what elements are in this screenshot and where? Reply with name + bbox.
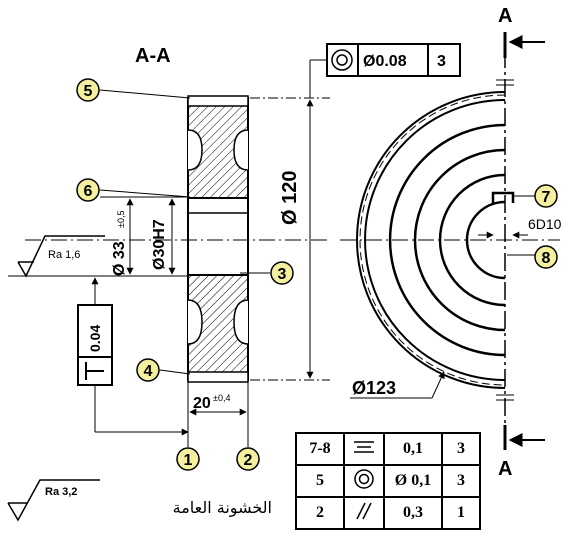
tolerance-table: 7-8 0,1 3 5 Ø 0,1 3 2 0,3 1 <box>295 432 481 530</box>
row-ref: 3 <box>441 432 481 466</box>
svg-text:5: 5 <box>84 83 93 100</box>
svg-text:1: 1 <box>184 452 193 469</box>
perpendicularity-frame: 0.04 <box>77 277 189 436</box>
row-value: 0,1 <box>383 432 443 466</box>
svg-text:3: 3 <box>278 266 287 283</box>
keyway-label: 6D10 <box>528 216 562 232</box>
section-view <box>25 95 330 383</box>
d30h7-label: Ø30H7 <box>151 219 168 270</box>
marker-7: 7 <box>534 184 558 208</box>
marker-leaders <box>99 89 535 447</box>
dimension-d120: Ø 120 <box>250 97 330 381</box>
d120-label: Ø 120 <box>279 171 301 225</box>
dimension-bore: Ø 33 ±0,5 Ø30H7 <box>100 196 188 277</box>
ra32-label: Ra 3,2 <box>45 486 77 498</box>
perp-value: 0.04 <box>87 325 103 352</box>
svg-text:2: 2 <box>244 452 253 469</box>
concentricity-icon <box>343 464 385 498</box>
d123-label: Ø123 <box>352 378 396 398</box>
concentricity-frame-top: Ø0.08 3 <box>309 43 461 98</box>
roughness-local: Ra 1,6 <box>8 235 188 278</box>
d33-tolerance: ±0,5 <box>116 211 126 228</box>
width20-tolerance: ±0,4 <box>213 393 230 403</box>
top-frame-ref: 3 <box>437 53 446 70</box>
top-frame-value: Ø0.08 <box>363 53 407 70</box>
marker-5: 5 <box>76 78 100 102</box>
svg-text:7: 7 <box>542 189 551 206</box>
parallelism-icon <box>343 496 385 530</box>
perpendicularity-icon <box>85 362 104 380</box>
general-roughness-icon: Ra 3,2 <box>7 479 100 522</box>
dimension-width: 20 ±0,4 <box>187 382 249 445</box>
row-value: Ø 0,1 <box>383 464 443 498</box>
dimension-keyway: 6D10 <box>478 216 562 239</box>
general-roughness-text: الخشونة العامة <box>172 498 272 517</box>
svg-text:6: 6 <box>84 183 93 200</box>
width20-label: 20 <box>193 395 211 412</box>
row-id: 5 <box>295 464 345 498</box>
cut-label-bottom: A <box>498 458 512 480</box>
d33-label: Ø 33 <box>111 241 128 276</box>
svg-text:4: 4 <box>144 363 153 380</box>
ra16-label: Ra 1,6 <box>48 249 80 261</box>
marker-8: 8 <box>534 245 558 269</box>
svg-text:8: 8 <box>542 250 551 267</box>
table-row: 5 Ø 0,1 3 <box>295 464 481 498</box>
symmetry-icon <box>343 432 385 466</box>
row-ref: 1 <box>441 496 481 530</box>
marker-3: 3 <box>270 261 294 285</box>
marker-2: 2 <box>236 447 260 471</box>
dimension-d123: Ø123 <box>350 371 445 399</box>
cut-label-top: A <box>498 5 512 27</box>
front-view <box>340 50 560 430</box>
table-row: 7-8 0,1 3 <box>295 432 481 466</box>
row-id: 7-8 <box>295 432 345 466</box>
cut-arrows: A A <box>498 5 545 480</box>
table-row: 2 0,3 1 <box>295 496 481 530</box>
section-title: A-A <box>135 45 171 67</box>
row-value: 0,3 <box>383 496 443 530</box>
concentricity-icon <box>331 49 353 71</box>
marker-6: 6 <box>76 178 100 202</box>
row-id: 2 <box>295 496 345 530</box>
row-ref: 3 <box>441 464 481 498</box>
marker-1: 1 <box>176 447 200 471</box>
marker-4: 4 <box>136 358 160 382</box>
